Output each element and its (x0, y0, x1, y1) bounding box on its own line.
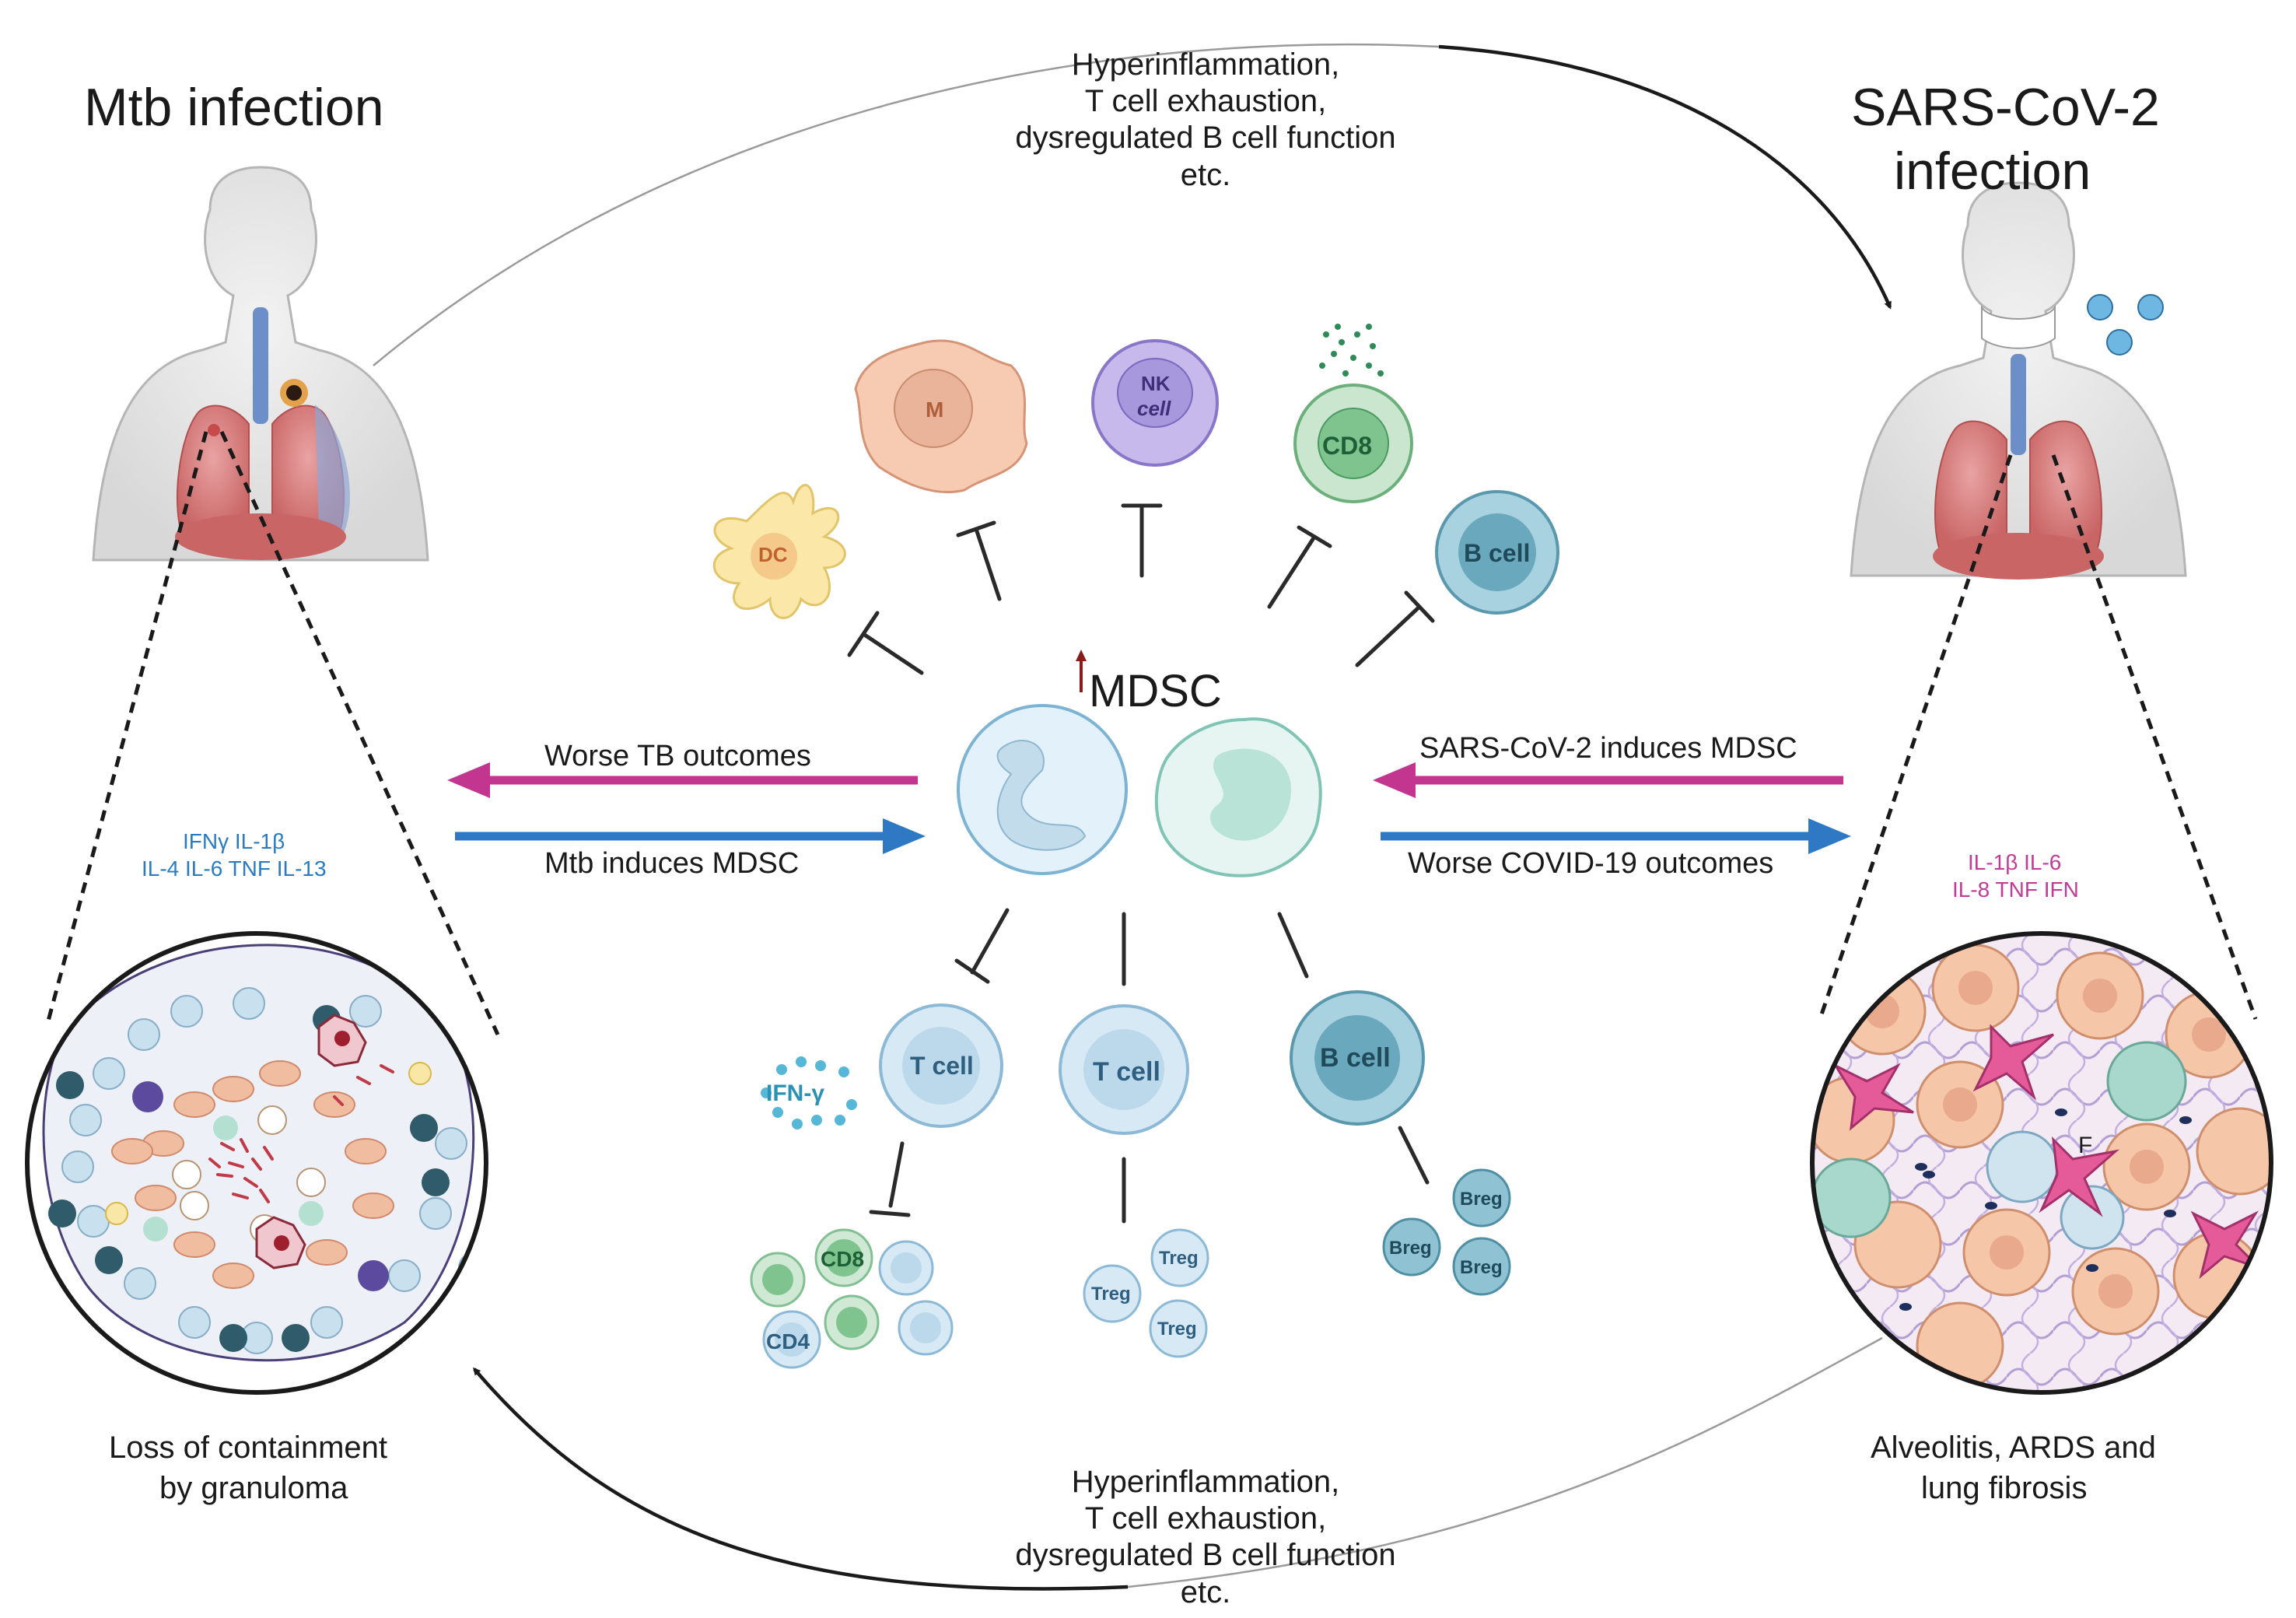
b-cell-top-label: B cell (1464, 539, 1531, 567)
right-human-figure (1850, 181, 2187, 580)
t-cell-left-label: T cell (910, 1052, 974, 1080)
worse-covid-label: Worse COVID-19 outcomes (1408, 847, 1774, 880)
bottom-note-line: Hyperinflammation, (1071, 1465, 1340, 1499)
breg-label: Breg (1460, 1189, 1503, 1210)
macrophage-label: M (926, 397, 944, 422)
mtb-induces-label: Mtb induces MDSC (544, 847, 800, 880)
granuloma-inset (25, 931, 488, 1395)
macrophage (854, 339, 1028, 494)
arrow-mtb-induces (455, 818, 926, 854)
right-title-line1: SARS-CoV-2 (1851, 78, 2160, 137)
bottom-note: Hyperinflammation, T cell exhaustion, dy… (933, 1464, 1478, 1611)
arrow-worse-covid (1381, 818, 1851, 854)
breg-label: Breg (1389, 1238, 1432, 1259)
t-cell-left (879, 1003, 1003, 1128)
sars-induces-label: SARS-CoV-2 induces MDSC (1419, 732, 1797, 765)
left-caption-line1: Loss of containment (109, 1431, 387, 1465)
treg-label: Treg (1157, 1319, 1197, 1340)
dc-label: DC (758, 543, 788, 566)
top-curve-thin (373, 43, 1440, 366)
nk-cell (1091, 339, 1219, 467)
arrow-sars-induces (1373, 762, 1843, 798)
cd8-small-label: CD8 (821, 1247, 865, 1271)
virus-particles (2087, 294, 2164, 355)
bottom-note-line: T cell exhaustion, (1084, 1501, 1327, 1536)
small-cd8-cd4-cluster (750, 1228, 954, 1369)
worse-tb-label: Worse TB outcomes (544, 740, 811, 772)
dendritic-cell (712, 484, 846, 619)
treg-cluster (1083, 1228, 1209, 1358)
treg-label: Treg (1091, 1284, 1131, 1305)
b-cell-top (1435, 490, 1559, 615)
t-cell-mid-label: T cell (1093, 1057, 1160, 1087)
top-note-line: etc. (1180, 157, 1231, 192)
nk-label-line2: cell (1137, 397, 1171, 420)
ifn-gamma-dots (761, 1056, 857, 1129)
left-cytokines-line2: IL-4 IL-6 TNF IL-13 (142, 856, 327, 881)
bottom-note-line: dysregulated B cell function (1015, 1538, 1396, 1573)
cd8-top-cell (1293, 324, 1413, 503)
cd8-top-label: CD8 (1322, 432, 1373, 460)
bottom-note-line: etc. (1180, 1574, 1231, 1609)
left-caption-line2: by granuloma (159, 1471, 348, 1505)
top-note-line: T cell exhaustion, (1084, 84, 1327, 119)
left-human-figure (92, 166, 429, 562)
breg-cluster (1382, 1168, 1511, 1296)
mdsc-monocytic (1154, 717, 1322, 877)
b-cell-bottom-label: B cell (1320, 1043, 1391, 1073)
top-curve-arrow (1438, 44, 1892, 310)
left-title: Mtb infection (84, 78, 384, 137)
right-caption-line2: lung fibrosis (1921, 1471, 2088, 1505)
nk-label-line1: NK (1141, 372, 1171, 395)
arrow-worse-tb (447, 762, 918, 798)
breg-label: Breg (1460, 1257, 1503, 1278)
treg-label: Treg (1159, 1248, 1199, 1269)
top-note-line: Hyperinflammation, (1071, 47, 1340, 82)
top-note: Hyperinflammation, T cell exhaustion, dy… (933, 47, 1478, 194)
right-cytokines-line1: IL-1β IL-6 (1968, 850, 2062, 874)
lung-tissue-inset (1810, 931, 2273, 1395)
bottom-curve-thin (1127, 1336, 1883, 1588)
right-caption-line1: Alveolitis, ARDS and (1871, 1431, 2156, 1465)
t-cell-mid (1059, 1004, 1189, 1135)
cd4-small-label: CD4 (766, 1329, 810, 1354)
mdsc-label: MDSC (1089, 666, 1222, 716)
mdsc-granulocytic (957, 704, 1128, 875)
fibroblast-label: F (2078, 1133, 2093, 1158)
top-note-line: dysregulated B cell function (1015, 121, 1396, 156)
right-cytokines-line2: IL-8 TNF IFN (1952, 877, 2079, 902)
bottom-curve-arrow (473, 1367, 1129, 1591)
left-cytokines-line1: IFNγ IL-1β (183, 829, 285, 853)
ifn-gamma-label: IFN-γ (766, 1080, 824, 1106)
right-title-line2: infection (1894, 142, 2091, 201)
b-cell-bottom (1290, 990, 1425, 1126)
